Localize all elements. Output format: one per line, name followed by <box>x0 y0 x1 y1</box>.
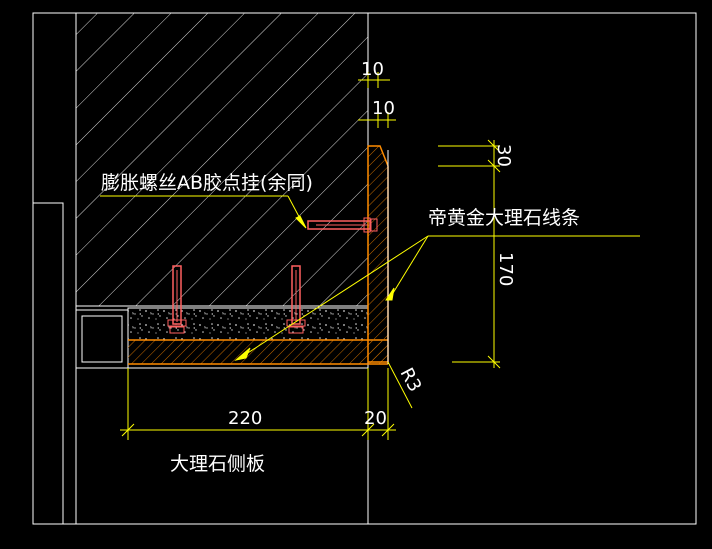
marble-trim-profile <box>367 145 389 364</box>
marble-trim-label: 帝黄金大理石线条 <box>428 207 580 229</box>
bolt-label: 膨胀螺丝AB胶点挂(余同) <box>101 172 313 194</box>
dim-horizontal-large: 220 <box>228 408 262 429</box>
marble-side-panel <box>128 339 388 365</box>
side-panel-label: 大理石侧板 <box>170 453 265 475</box>
dim-horizontal-small: 20 <box>364 408 387 429</box>
dim-top-offset-1: 10 <box>361 59 384 80</box>
dim-radius: R3 <box>396 364 426 395</box>
dimension-lines <box>100 72 640 440</box>
concrete-base <box>127 307 369 341</box>
dim-top-offset-2: 10 <box>372 98 395 119</box>
wall-hatch <box>75 13 369 524</box>
expansion-bolt-icon <box>167 217 378 334</box>
dim-vertical-large: 170 <box>495 252 516 286</box>
dim-vertical-small: 30 <box>493 144 514 167</box>
